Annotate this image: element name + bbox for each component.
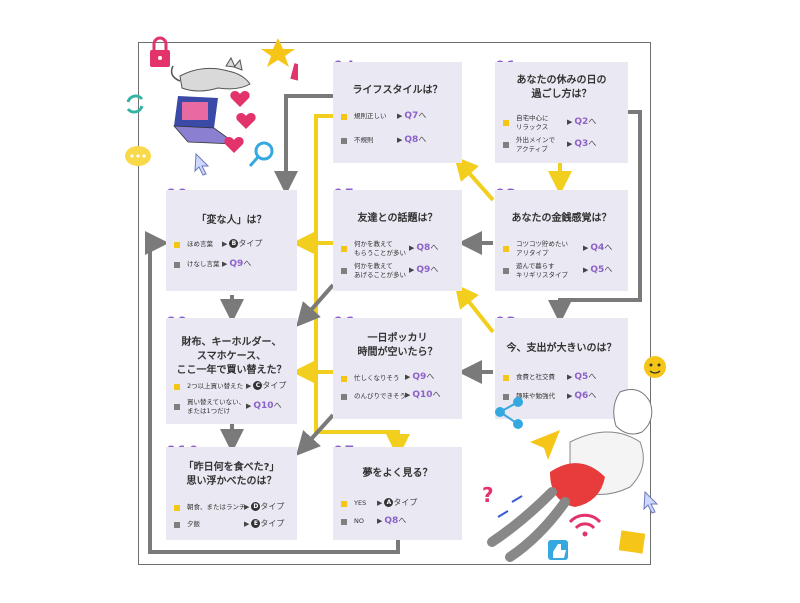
- q7-option-yes[interactable]: YES: [341, 499, 366, 508]
- chat-bubble-icon: [125, 146, 151, 166]
- padlock-icon: [150, 36, 170, 67]
- q3-option-yes[interactable]: 食費と社交費: [503, 373, 555, 382]
- paper-plane-icon: [530, 430, 560, 460]
- q1-option-yes[interactable]: 自宅中心に リラックス: [503, 114, 549, 132]
- q9-box[interactable]: 財布、キーホルダー、 スマホケース、 ここ一年で買い替えた？ 2つ以上買い替えた…: [166, 318, 297, 424]
- cursor-icon: [194, 152, 210, 176]
- q2-option-no[interactable]: 遊んで暮らす キリギリスタイプ: [503, 262, 568, 280]
- q5-title: 友達との話題は？: [357, 213, 438, 224]
- q6-option-yes[interactable]: 忙しくなりそう: [341, 374, 400, 383]
- q8-option-yes[interactable]: ほめ言葉: [174, 240, 213, 249]
- svg-text:?: ?: [482, 483, 494, 507]
- q8-title: 「変な人」は？: [196, 215, 267, 226]
- star-icon: [261, 38, 295, 67]
- woman-illustration: [487, 389, 653, 562]
- q5-option-no-target: ▶Q9へ: [409, 265, 439, 275]
- q2-box[interactable]: あなたの金銭感覚は？ コツコツ貯めたい アリタイプ ▶Q4へ 遊んで暮らす キリ…: [495, 190, 628, 291]
- q3-box[interactable]: 今、支出が大きいのは？ 食費と社交費 ▶Q5へ 趣味や勉強代 ▶Q6へ: [495, 318, 628, 419]
- q7-title: 夢をよく見る？: [362, 468, 433, 479]
- q8-option-no[interactable]: けなし言葉: [174, 260, 220, 269]
- q7-option-no-target: ▶Q8へ: [377, 516, 407, 526]
- cat-illustration: [170, 56, 251, 92]
- refresh-icon: [126, 94, 144, 114]
- q5-box[interactable]: 友達との話題は？ 何かを教えて もらうことが多い ▶Q8へ 何かを教えて あげる…: [333, 190, 462, 291]
- q1-option-yes-target: ▶Q2へ: [567, 117, 597, 127]
- q6-option-no-target: ▶Q10へ: [405, 390, 441, 400]
- q5-option-yes[interactable]: 何かを教えて もらうことが多い: [341, 240, 406, 258]
- q1-option-no-target: ▶Q3へ: [567, 139, 597, 149]
- q10-title: 「昨日何を食べた?」 思い浮かべたのは？: [183, 462, 280, 487]
- photo-icon: [618, 530, 646, 554]
- q6-title: 一日ポッカリ 時間が空いたら？: [357, 333, 438, 358]
- bottom-right-illustration: ?: [482, 356, 666, 562]
- top-left-illustration: [125, 36, 298, 176]
- q3-option-yes-target: ▶Q5へ: [567, 372, 597, 382]
- flowchart-frame: [138, 42, 651, 565]
- wifi-icon: [568, 513, 602, 537]
- q5-option-yes-target: ▶Q8へ: [409, 243, 439, 253]
- q6-option-no[interactable]: のんびりできそう: [341, 392, 406, 401]
- emoji-icon: [644, 356, 666, 378]
- q4-option-yes-target: ▶Q7へ: [397, 111, 427, 121]
- envelope-icon: [290, 63, 298, 85]
- q3-option-no[interactable]: 趣味や勉強代: [503, 392, 555, 401]
- q2-option-no-target: ▶Q5へ: [583, 265, 613, 275]
- q4-option-no[interactable]: 不規則: [341, 136, 374, 145]
- thumbs-up-icon: [548, 540, 568, 560]
- q6-box[interactable]: 一日ポッカリ 時間が空いたら？ 忙しくなりそう ▶Q9へ のんびりできそう ▶Q…: [333, 318, 462, 419]
- q2-option-yes-target: ▶Q4へ: [583, 243, 613, 253]
- q4-option-yes[interactable]: 規則正しい: [341, 112, 387, 121]
- q8-option-no-target: ▶Q9へ: [222, 259, 252, 269]
- q10-option-yes[interactable]: 朝食、またはランチ: [174, 503, 246, 512]
- q9-option-yes[interactable]: 2つ以上買い替えた: [174, 382, 243, 391]
- share-icon: [495, 397, 523, 429]
- q4-title: ライフスタイルは？: [352, 85, 443, 96]
- q6-option-yes-target: ▶Q9へ: [405, 372, 435, 382]
- q9-option-no-target: ▶Q10へ: [246, 401, 282, 411]
- magnifier-icon: [248, 141, 274, 167]
- q1-title: あなたの休みの日の 過ごし方は？: [516, 75, 607, 100]
- cursor-icon: [643, 490, 659, 514]
- q9-option-no[interactable]: 買い替えていない、 または1つだけ: [174, 398, 245, 416]
- q4-box[interactable]: ライフスタイルは？ 規則正しい ▶Q7へ 不規則 ▶Q8へ: [333, 62, 462, 163]
- question-icon: ?: [482, 483, 494, 507]
- q3-option-no-target: ▶Q6へ: [567, 391, 597, 401]
- q1-box[interactable]: あなたの休みの日の 過ごし方は？ 自宅中心に リラックス ▶Q2へ 外出メインで…: [495, 62, 628, 163]
- q1-option-no[interactable]: 外出メインで アクティブ: [503, 136, 555, 154]
- q2-option-yes[interactable]: コツコツ貯めたい アリタイプ: [503, 240, 568, 258]
- q5-option-no[interactable]: 何かを教えて あげることが多い: [341, 262, 406, 280]
- q10-option-no[interactable]: 夕飯: [174, 520, 200, 529]
- q9-title: 財布、キーホルダー、 スマホケース、 ここ一年で買い替えた？: [176, 337, 287, 376]
- q7-option-no[interactable]: NO: [341, 517, 364, 526]
- laptop-icon: [173, 96, 238, 145]
- q2-title: あなたの金銭感覚は？: [511, 213, 612, 224]
- q4-option-no-target: ▶Q8へ: [397, 135, 427, 145]
- q3-title: 今、支出が大きいのは？: [506, 343, 617, 354]
- heart-icon: [224, 91, 256, 153]
